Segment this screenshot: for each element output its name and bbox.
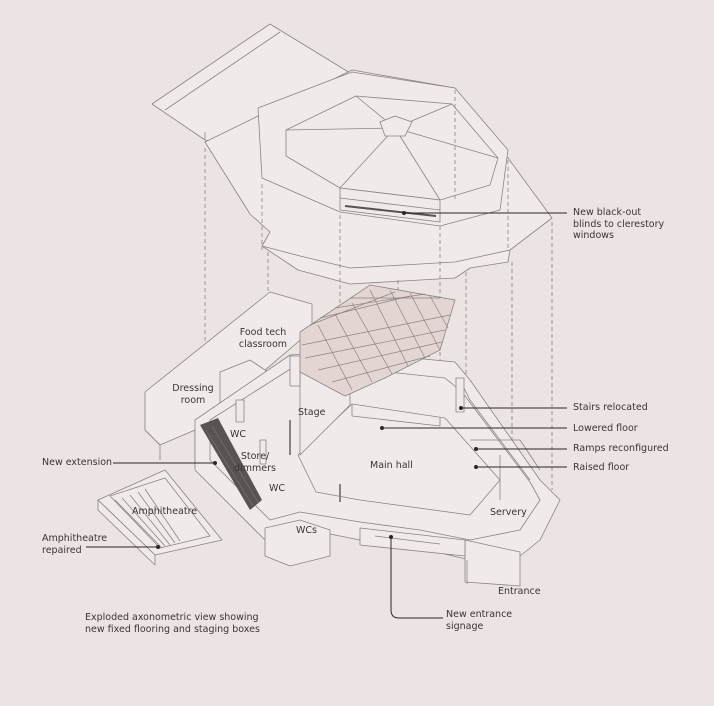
callout-amphitheatre-repaired: Amphitheatre repaired: [42, 533, 108, 556]
amphitheatre-block: [97, 469, 223, 566]
callout-new-extension: New extension: [42, 457, 113, 468]
room-label-dressing: Dressing room: [172, 383, 214, 406]
room-label-store: Store/ dimmers: [234, 451, 276, 474]
room-label-wcs: WCs: [296, 525, 317, 536]
callout-blinds: New black-out blinds to clerestory windo…: [573, 207, 665, 241]
room-label-food-tech: Food tech classroom: [238, 327, 288, 350]
stage-grid: [299, 284, 456, 397]
callout-raised-floor: Raised floor: [573, 462, 630, 473]
roof-layer: [151, 23, 553, 285]
leader-lines: [86, 211, 567, 619]
diagram-caption: Exploded axonometric view showing new fi…: [85, 612, 260, 635]
room-label-amphitheatre: Amphitheatre: [132, 506, 198, 517]
callout-lowered-floor: Lowered floor: [573, 423, 638, 434]
room-label-servery: Servery: [490, 507, 527, 518]
room-label-stage: Stage: [298, 407, 326, 418]
callout-stairs: Stairs relocated: [573, 402, 648, 413]
room-label-wc-1: WC: [230, 429, 247, 440]
callout-signage: New entrance signage: [446, 609, 513, 632]
room-label-wc-2: WC: [269, 483, 286, 494]
callout-ramps: Ramps reconfigured: [573, 443, 669, 454]
callout-entrance: Entrance: [498, 586, 541, 597]
room-label-main-hall: Main hall: [370, 460, 413, 471]
